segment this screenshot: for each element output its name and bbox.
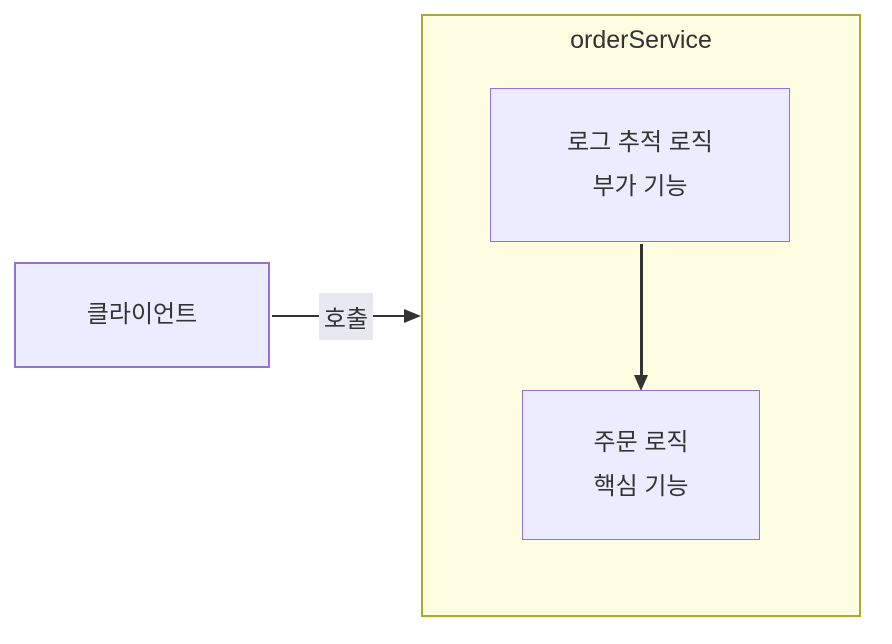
- client-node-label: 클라이언트: [86, 300, 198, 328]
- log-tracing-node-label: 로그 추적 로직 부가 기능: [567, 121, 713, 210]
- node-text-line: 핵심 기능: [593, 473, 689, 500]
- container-title: orderService: [570, 26, 712, 54]
- call-arrowhead-icon: [404, 309, 421, 323]
- internal-arrowhead-icon: [634, 375, 648, 391]
- order-logic-node-label: 주문 로직 핵심 기능: [594, 421, 689, 510]
- call-edge-label: 호출: [319, 293, 373, 340]
- node-text-line: 로그 추적 로직: [567, 128, 713, 156]
- node-text-line: 주문 로직: [593, 428, 689, 456]
- order-logic-node: 주문 로직 핵심 기능: [522, 390, 760, 540]
- log-tracing-node: 로그 추적 로직 부가 기능: [490, 88, 790, 242]
- internal-arrow-line: [640, 244, 643, 377]
- node-text-line: 부가 기능: [592, 173, 688, 200]
- client-node: 클라이언트: [14, 262, 270, 368]
